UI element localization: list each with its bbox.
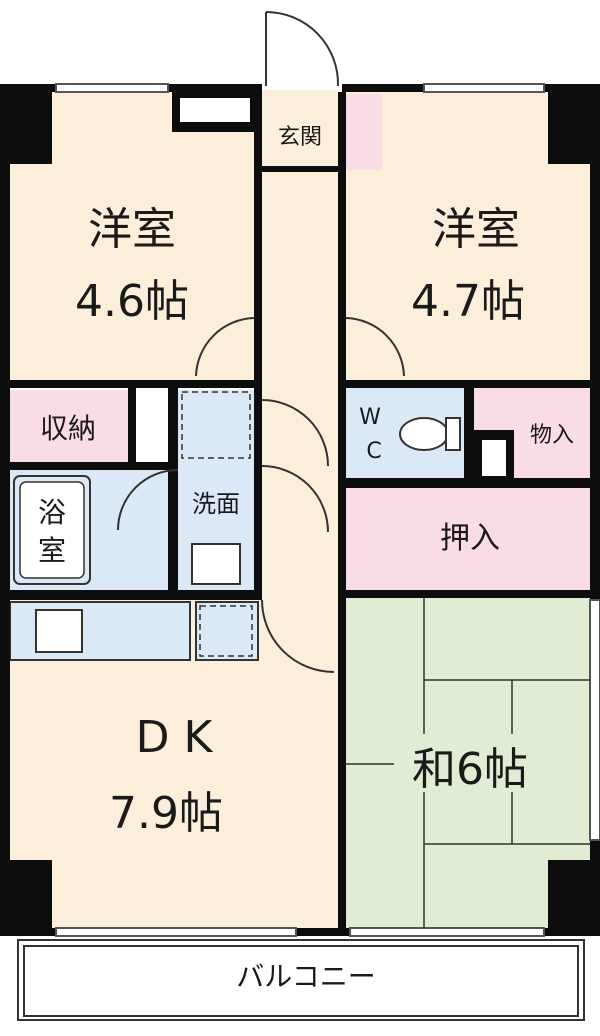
wall-corner-bottom-left	[0, 860, 52, 936]
wall-pillar-top-inner	[180, 98, 250, 122]
western-left-size: 4.6帖	[75, 276, 189, 327]
window-bottom-right	[349, 927, 545, 937]
toilet-tank	[445, 417, 461, 451]
wall-washroom-left	[168, 388, 178, 598]
bath-label-top: 浴	[38, 496, 66, 529]
wall-bath-top	[10, 462, 178, 470]
wall-oshiire-bottom	[342, 590, 590, 598]
dk-size: 7.9帖	[109, 788, 223, 839]
balcony-rail	[17, 939, 585, 1021]
wall-toilet-right	[464, 388, 474, 484]
kitchen-sink	[35, 609, 83, 653]
wall-storage-divider	[128, 388, 136, 468]
toilet-label-w: W	[359, 405, 381, 430]
window-right-japanese	[589, 599, 600, 841]
wall-left-mid	[10, 380, 262, 388]
window-top-right	[423, 83, 545, 93]
bath-label-bottom: 室	[38, 534, 66, 567]
wall-toilet-bottom	[346, 478, 590, 488]
entrance-shoe-closet	[342, 94, 382, 170]
wall-japanese-left	[338, 598, 346, 928]
fridge-marker	[199, 605, 253, 657]
toilet-label-c: C	[366, 439, 381, 464]
wall-entrance-bottom	[262, 166, 342, 172]
wash-basin	[191, 543, 241, 585]
japanese-label-bg	[394, 734, 546, 792]
wall-kitchen-top	[10, 590, 262, 600]
window-top-left	[55, 83, 169, 93]
wall-right-mid	[342, 380, 590, 388]
western-left-name: 洋室	[88, 204, 176, 255]
storage-closet-small	[136, 390, 168, 462]
wall-pillar-mid-inner	[482, 440, 506, 476]
storage-closet	[10, 390, 130, 462]
toilet-bowl	[399, 417, 449, 451]
western-right-name: 洋室	[432, 204, 520, 255]
japanese-label: 和6帖	[412, 744, 528, 795]
corridor	[262, 170, 342, 600]
bath-tub-inner	[19, 481, 85, 579]
washing-machine-space	[181, 391, 251, 459]
entrance-door	[265, 11, 340, 87]
wall-left	[0, 84, 10, 936]
entrance-label: 玄関	[278, 125, 322, 150]
door-swings	[117, 317, 405, 673]
washroom-label: 洗面	[192, 490, 240, 518]
wall-corridor-right	[338, 92, 346, 600]
wall-corner-bottom-right	[548, 860, 600, 936]
entrance-area	[262, 90, 342, 170]
storage-label: 収納	[40, 412, 96, 445]
window-bottom-left	[55, 927, 297, 937]
balcony-label: バルコニー	[236, 960, 375, 993]
western-right-size: 4.7帖	[411, 276, 525, 327]
dk-name: D K	[136, 712, 214, 763]
fridge-space	[195, 601, 259, 661]
windows	[55, 83, 600, 937]
oshiire-area	[346, 488, 590, 590]
wall-corridor-left	[254, 92, 262, 600]
closet-small-label: 物入	[530, 423, 574, 448]
oshiire-label: 押入	[440, 521, 500, 556]
wall-right	[590, 84, 600, 936]
